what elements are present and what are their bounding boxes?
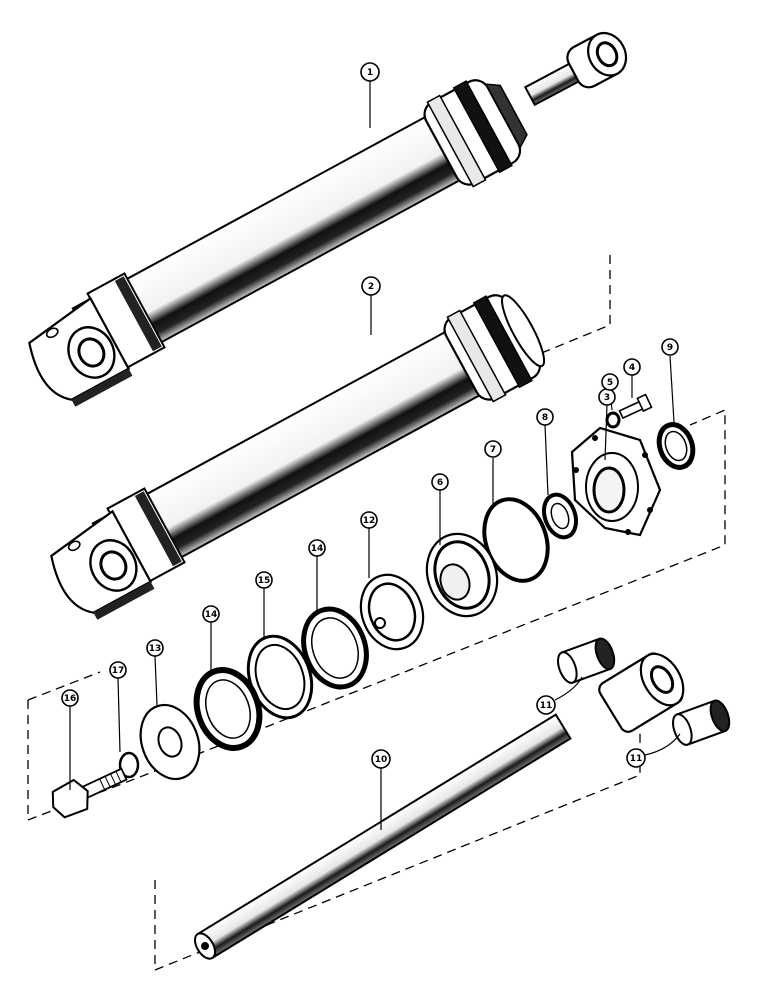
- cap-screw-small: [618, 393, 653, 420]
- base-end-eye: [28, 296, 133, 407]
- callout-label-16: 16: [64, 694, 77, 704]
- callout-label-14-upper: 14: [311, 544, 324, 554]
- callout-5: 5: [601, 373, 619, 391]
- callout-label-11-upper: 11: [540, 701, 553, 711]
- callout-7: 7: [484, 440, 502, 458]
- callout-6: 6: [431, 473, 449, 491]
- callout-label-3: 3: [604, 393, 610, 403]
- piston-rod: [193, 652, 685, 960]
- gland-bushing: [425, 532, 499, 618]
- dashed-outline-barrel-group: [499, 255, 611, 371]
- dashed-outline-parts-top: [27, 671, 101, 701]
- piston-seal-upper: [301, 606, 369, 690]
- callout-label-6: 6: [437, 478, 443, 488]
- callout-13: 13: [146, 639, 164, 657]
- callout-14-upper: 14: [308, 539, 326, 557]
- callout-8: 8: [536, 408, 554, 426]
- backup-ring: [542, 492, 578, 540]
- piston-plate: [139, 703, 201, 781]
- hex-bolt: [51, 767, 128, 819]
- callout-label-2: 2: [368, 282, 374, 292]
- callout-2: 2: [361, 276, 381, 296]
- callout-15: 15: [255, 571, 273, 589]
- gland-flange: [570, 426, 662, 537]
- piston-seal-lower: [193, 667, 263, 751]
- callout-label-15: 15: [258, 576, 271, 586]
- callout-label-7: 7: [490, 445, 496, 455]
- callout-label-1: 1: [367, 68, 373, 78]
- callout-17: 17: [109, 661, 127, 679]
- callout-11-lower: 11: [626, 748, 646, 768]
- callout-label-11-lower: 11: [630, 754, 643, 764]
- callout-12: 12: [360, 511, 378, 529]
- callout-label-5: 5: [607, 378, 613, 388]
- callout-label-8: 8: [542, 413, 548, 423]
- bushing-upper: [557, 637, 616, 684]
- wear-ring: [246, 634, 314, 720]
- callout-label-17: 17: [112, 666, 125, 676]
- callout-14-lower: 14: [202, 605, 220, 623]
- callout-3: 3: [598, 388, 616, 406]
- callout-label-13: 13: [149, 644, 162, 654]
- callout-label-9: 9: [667, 343, 673, 353]
- flat-washer: [118, 751, 140, 779]
- callout-9: 9: [661, 338, 679, 356]
- callout-11-upper: 11: [536, 695, 556, 715]
- callout-label-4: 4: [629, 363, 635, 373]
- callout-label-14-lower: 14: [205, 610, 218, 620]
- callout-10: 10: [371, 749, 391, 769]
- wiper-seal: [656, 422, 696, 470]
- dashed-outline-parts-group: [27, 409, 726, 821]
- callout-1: 1: [360, 62, 380, 82]
- bushing-lower: [672, 699, 731, 746]
- rod-eye: [566, 31, 628, 89]
- lock-washer: [605, 411, 621, 429]
- callout-4: 4: [623, 358, 641, 376]
- callout-label-12: 12: [363, 516, 376, 526]
- callout-16: 16: [61, 689, 79, 707]
- piston: [359, 573, 425, 651]
- cylinder-barrel: [50, 294, 546, 620]
- callout-label-10: 10: [375, 755, 388, 765]
- cylinder-assembly: [28, 31, 628, 407]
